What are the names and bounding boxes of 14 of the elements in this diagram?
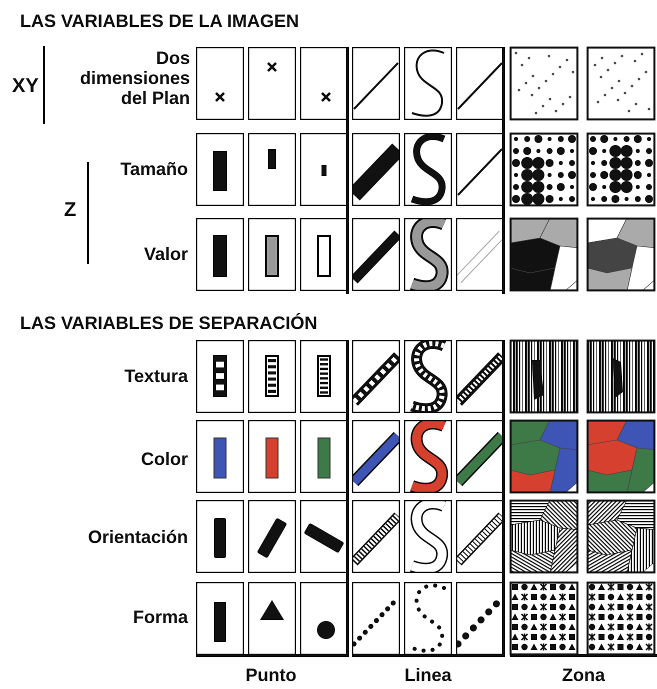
row-label: Dos dimensiones del Plan xyxy=(78,48,190,108)
section-heading: LAS VARIABLES DE SEPARACIÓN xyxy=(20,312,318,334)
group-label: XY xyxy=(12,74,40,98)
row-label: Forma xyxy=(132,606,188,628)
row-label: Orientación xyxy=(86,526,188,548)
row-label: Tamaño xyxy=(119,158,188,180)
section-heading: LAS VARIABLES DE LA IMAGEN xyxy=(20,10,300,32)
row-label: Valor xyxy=(142,243,188,265)
row-label: Color xyxy=(140,448,188,470)
column-label: Punto xyxy=(244,664,298,686)
row-label: Textura xyxy=(123,365,188,387)
column-label: Zona xyxy=(561,664,606,686)
group-label: Z xyxy=(64,198,78,222)
column-label: Linea xyxy=(403,664,453,686)
